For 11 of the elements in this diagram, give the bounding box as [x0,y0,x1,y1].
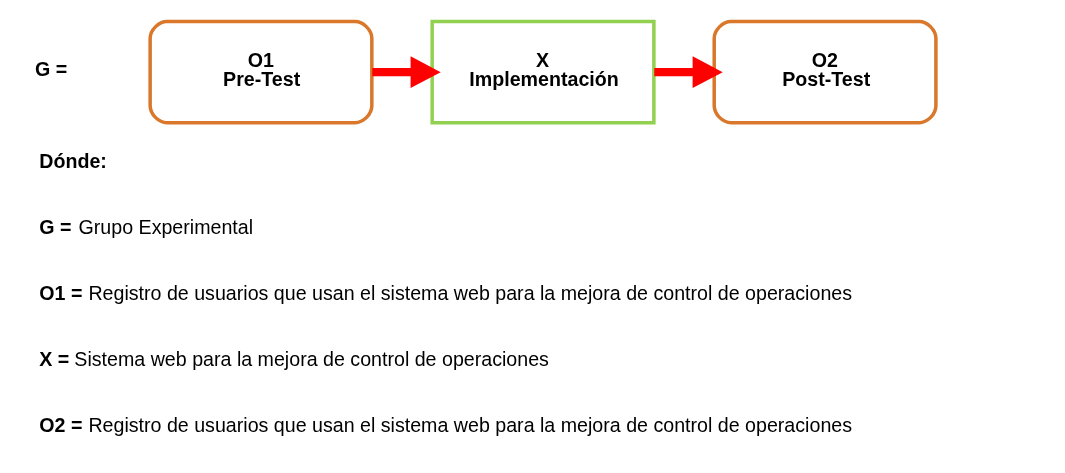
label: G = [35,57,68,80]
node-box: X Implementación [430,19,656,124]
arrow [654,55,723,88]
arrow [372,55,441,88]
label: X = Sistema web para la mejora de control de operaciones [39,347,549,370]
label: Dónde: [39,149,107,172]
node-box: O2 Post-Test [712,19,938,124]
label: O1 = Registro de usuarios que usan el sistema web para la mejora de control de operaciones [39,281,853,304]
label: O2 = Registro de usuarios que usan el sistema web para la mejora de control de operaciones [39,413,853,436]
label: G = Grupo Experimental [39,215,254,238]
node-box: O1 Pre-Test [148,19,374,124]
